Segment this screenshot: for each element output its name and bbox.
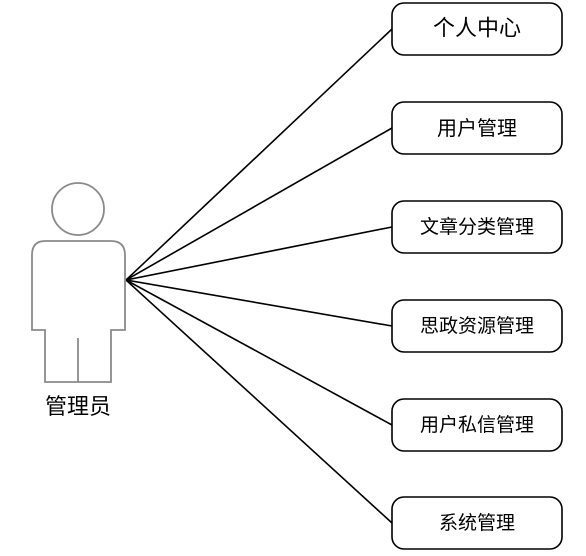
association-line-personal-center: [125, 28, 393, 281]
association-line-user-management: [125, 127, 393, 281]
use-case-box: [391, 200, 563, 254]
use-case-personal-center: 个人中心: [391, 2, 563, 56]
use-case-user-private-message-management: 用户私信管理: [391, 398, 563, 452]
use-case-label: 个人中心: [433, 17, 521, 42]
use-case-box: [391, 2, 563, 56]
association-line-ideological-resource-management: [125, 279, 393, 327]
association-line-system-management: [125, 279, 393, 524]
actor-body: [31, 240, 126, 383]
use-case-box: [391, 496, 563, 550]
use-case-article-category-management: 文章分类管理: [391, 200, 563, 254]
use-case-system-management: 系统管理: [391, 496, 563, 550]
actor-head: [51, 182, 105, 236]
use-case-label: 系统管理: [439, 512, 515, 534]
use-case-label: 文章分类管理: [420, 216, 534, 238]
use-case-label: 用户管理: [437, 116, 517, 140]
association-line-user-private-message-management: [125, 279, 393, 426]
association-lines: [125, 28, 393, 524]
actor-label: 管理员: [45, 395, 111, 420]
use-case-box: [391, 101, 563, 155]
use-case-box: [391, 398, 563, 452]
use-case-ideological-resource-management: 思政资源管理: [391, 299, 563, 353]
use-case-label: 思政资源管理: [420, 315, 534, 337]
use-case-box: [391, 299, 563, 353]
association-line-article-category-management: [125, 226, 393, 281]
user-icon: 管理员: [31, 182, 126, 420]
use-case-user-management: 用户管理: [391, 101, 563, 155]
use-case-label: 用户私信管理: [420, 414, 534, 436]
